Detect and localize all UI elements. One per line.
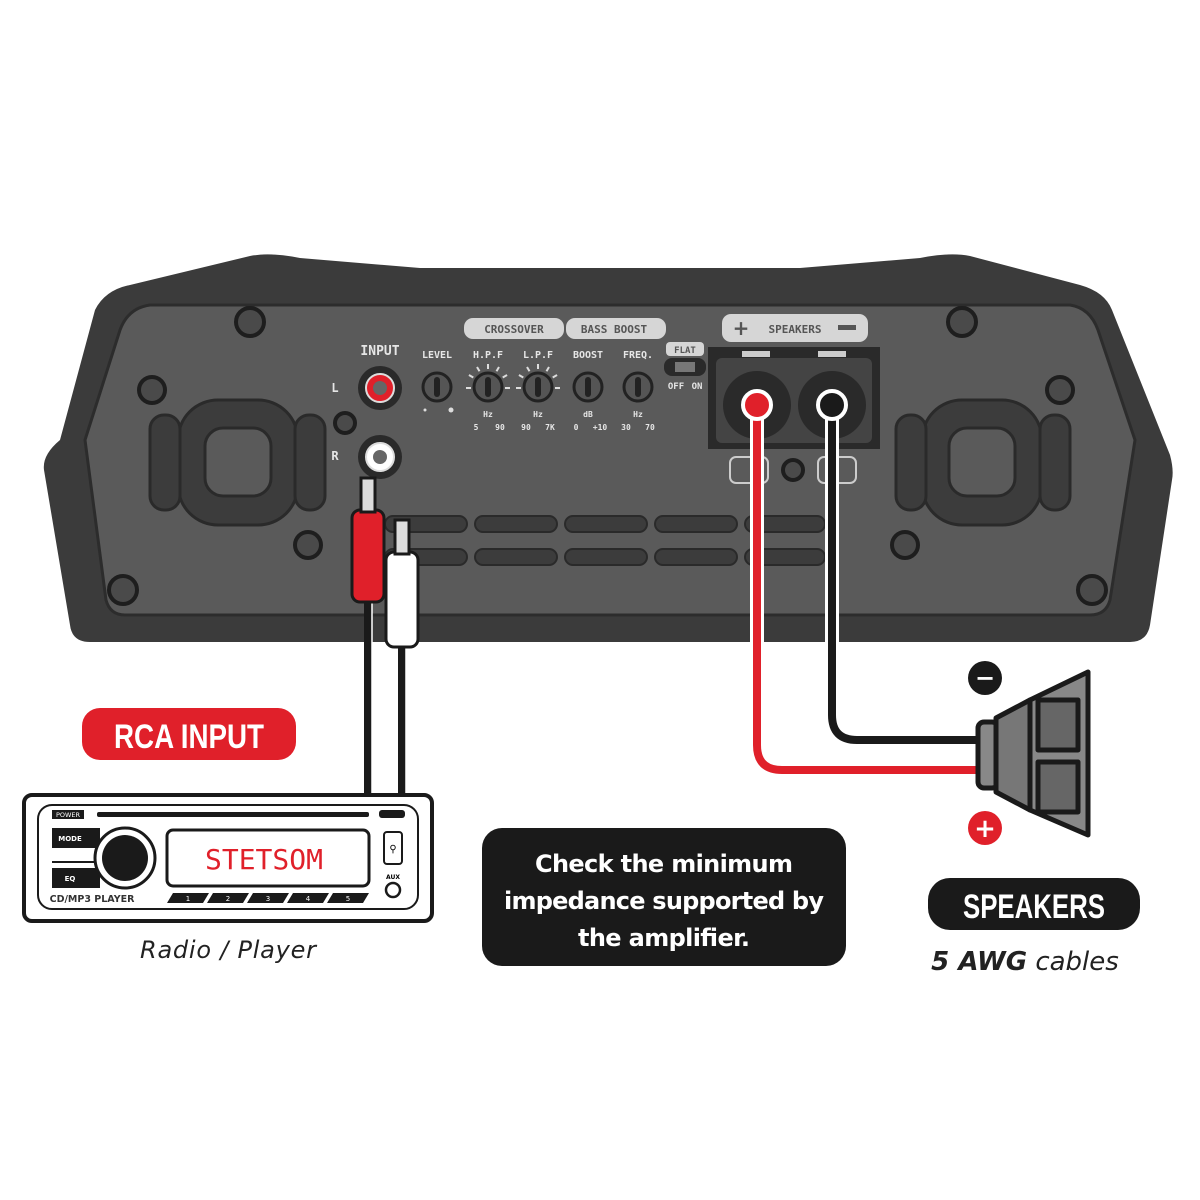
channel-r-label: R (331, 449, 339, 463)
svg-text:3: 3 (266, 895, 270, 903)
svg-text:5: 5 (346, 895, 350, 903)
svg-text:2: 2 (226, 895, 230, 903)
svg-text:1: 1 (186, 895, 190, 903)
mode-button[interactable] (52, 828, 100, 848)
crossover-badge: CROSSOVER (464, 318, 564, 339)
aux-jack[interactable] (384, 881, 402, 899)
rca-input-badge: RCA INPUT (82, 708, 296, 760)
impedance-note: Check the minimum impedance supported by… (482, 828, 846, 966)
positive-sign-icon: + (968, 811, 1002, 845)
bass-boost-badge: BASS BOOST (566, 318, 666, 339)
right-fan-icon (894, 398, 1072, 527)
knob-label: H.P.F (473, 350, 503, 361)
knob-label: BOOST (573, 350, 603, 361)
knob-label: LEVEL (422, 350, 452, 361)
amplifier: INPUT L R CROSSOVER BASS BOOST LEVEL H.P.… (43, 254, 1173, 642)
minus-icon (838, 325, 856, 330)
power-button[interactable] (52, 810, 84, 819)
radio-player: POWER MODE EQ STETSOM ⚲ AUX CD/MP3 PLAYE… (22, 793, 434, 923)
svg-text:+: + (974, 814, 996, 844)
note-line-3: the amplifier. (578, 924, 750, 952)
svg-text:MODE: MODE (58, 835, 82, 843)
preset-button-4[interactable]: 4 (287, 893, 329, 903)
cable-suffix: cables (1035, 947, 1119, 977)
preset-button-1[interactable]: 1 (167, 893, 209, 903)
flat-label: FLAT (674, 346, 696, 356)
note-line-2: impedance supported by (504, 887, 824, 915)
radio-caption: Radio / Player (140, 936, 318, 964)
switch-on-label: ON (692, 382, 703, 392)
radio-model-label: CD/MP3 PLAYER (50, 894, 135, 905)
knob-unit: Hz (533, 410, 543, 419)
knob-1[interactable]: H.P.F Hz 5 90 (466, 350, 510, 432)
knob-max: 7K (545, 423, 555, 432)
knob-0[interactable]: LEVEL (421, 350, 454, 413)
rca-jack-left[interactable] (358, 366, 402, 410)
knob-min: 30 (621, 423, 631, 432)
eq-button[interactable] (52, 868, 100, 888)
switch-off-label: OFF (668, 382, 684, 392)
flat-switch[interactable] (664, 358, 706, 376)
knob-max: 70 (645, 423, 655, 432)
knob-min: 0 (574, 423, 579, 432)
rca-input-label: RCA INPUT (114, 718, 264, 756)
speakers-badge: + SPEAKERS (722, 314, 868, 342)
speaker-icon (975, 669, 1091, 838)
bass-boost-label: BASS BOOST (581, 323, 648, 336)
eject-button[interactable] (379, 810, 405, 818)
knob-label: L.P.F (523, 350, 553, 361)
crossover-label: CROSSOVER (484, 323, 544, 336)
rca-cables (350, 476, 420, 795)
cable-gauge: 5 AWG (931, 947, 1027, 977)
svg-text:POWER: POWER (56, 811, 81, 819)
knob-min: 90 (521, 423, 531, 432)
knob-max: +10 (593, 423, 608, 432)
speakers-terminal-label: SPEAKERS (769, 323, 822, 336)
svg-text:−: − (975, 664, 995, 692)
speakers-label: SPEAKERS (963, 888, 1105, 926)
note-line-1: Check the minimum (535, 850, 793, 878)
knob-unit: Hz (633, 410, 643, 419)
preset-button-2[interactable]: 2 (207, 893, 249, 903)
knob-unit: Hz (483, 410, 493, 419)
knob-unit: dB (583, 410, 593, 419)
svg-text:⚲: ⚲ (389, 844, 396, 855)
knob-label: FREQ. (623, 350, 653, 361)
white-rca-plug (384, 550, 420, 649)
preset-button-3[interactable]: 3 (247, 893, 289, 903)
rca-jack-right[interactable] (358, 435, 402, 479)
knob-max: 90 (495, 423, 505, 432)
plus-icon: + (733, 316, 750, 340)
left-fan-icon (148, 398, 327, 527)
red-rca-plug (350, 508, 386, 604)
knob-min: 5 (474, 423, 479, 432)
radio-display (165, 828, 371, 888)
knob-3[interactable]: BOOST dB 0 +10 (572, 350, 608, 432)
channel-l-label: L (331, 381, 338, 395)
aux-label: AUX (386, 874, 400, 881)
input-label: INPUT (360, 344, 399, 359)
speakers-badge-label: SPEAKERS (928, 878, 1140, 930)
negative-sign-icon: − (968, 661, 1002, 695)
svg-text:EQ: EQ (65, 875, 76, 883)
usb-port-icon[interactable] (383, 831, 403, 865)
preset-button-5[interactable]: 5 (327, 893, 369, 903)
svg-text:4: 4 (306, 895, 311, 903)
cable-gauge-caption: 5 AWG cables (931, 947, 1119, 977)
display-text: STETSOM (205, 843, 323, 876)
cd-slot (97, 812, 369, 817)
screw-icons (107, 306, 1108, 606)
